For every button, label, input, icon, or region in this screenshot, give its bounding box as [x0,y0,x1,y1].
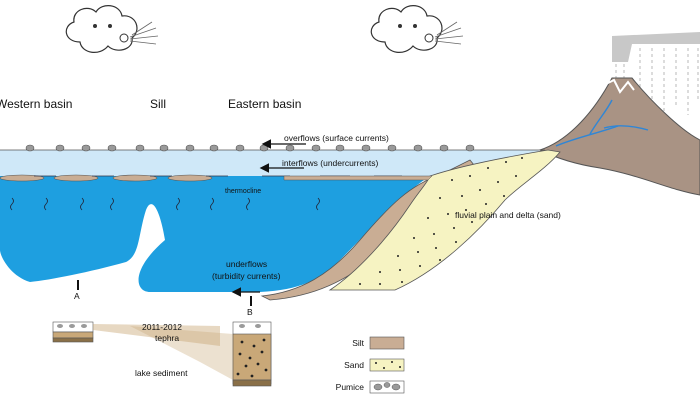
sand-delta [328,149,561,291]
tephra-label-2: tephra [155,333,179,343]
fluvial-label: fluvial plain and delta (sand) [455,210,561,220]
legend-sand-swatch [369,358,405,372]
western-basin-label: Western basin [0,97,72,111]
sill-label: Sill [150,97,166,111]
tephra-label-1: 2011-2012 [142,322,182,332]
core-a-label: A [74,291,80,301]
underflows-label-2: (turbidity currents) [212,271,281,281]
core-b-connector [130,326,233,380]
settling-arrows [10,197,320,211]
legend-pumice-label: Pumice [336,382,365,392]
interflows-label: interflows (undercurrents) [282,158,379,168]
legend-silt-label: Silt [352,338,364,348]
core-b-label: B [247,307,253,317]
floating-pumice [25,144,475,152]
wind-cloud-icon [65,5,159,53]
thermocline-label: thermocline [225,188,261,195]
pumice-icon [373,382,401,391]
overflows-label: overflows (surface currents) [284,133,389,143]
legend-silt-swatch [369,336,405,350]
core-a-column [52,321,94,343]
eastern-basin-label: Eastern basin [228,97,301,111]
core-a-connector [93,324,220,346]
volcano-icon [538,32,700,196]
interflow-tongues [0,174,213,182]
underflows-label-1: underflows [226,259,267,269]
core-b-column [232,321,272,387]
lake-water [0,149,545,292]
wind-cloud-icon [370,5,464,53]
lake-sediment-label: lake sediment [135,368,188,378]
sand-dots [359,157,523,285]
legend: Silt Sand Pumice [336,336,405,394]
legend-sand-label: Sand [344,360,364,370]
